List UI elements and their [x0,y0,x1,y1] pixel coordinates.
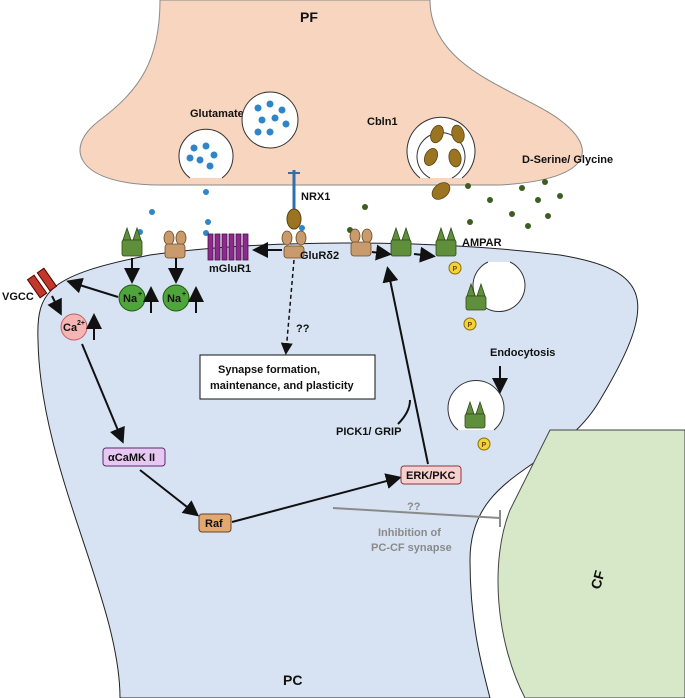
pathway-arrows [47,242,508,523]
raf-box [198,513,232,533]
camk-box [102,447,166,467]
svg-text:Raf: Raf [205,518,223,530]
svg-text:P: P [482,442,487,449]
svg-text:maintenance, and plasticity: maintenance, and plasticity [210,380,355,392]
svg-text:ERK/PKC: ERK/PKC [406,470,456,482]
ampar-receptor-3 [435,226,457,257]
phospho-p-3 [477,437,491,451]
glutamate-vesicle [241,91,299,149]
qq2-label: ?? [407,501,421,513]
pc-cell [37,242,639,698]
inhibition-line [332,507,501,519]
glutamate-fusing-vesicle [178,128,234,179]
ampar-receptor-1 [121,226,143,257]
vgcc-label: VGCC [2,291,34,303]
dserine-dots [347,179,563,233]
erk-box [400,465,462,485]
svg-text:+: + [138,291,142,298]
cbln1-label: Cbln1 [367,116,398,128]
glutamate-label: Glutamate [190,108,244,120]
mglur1-label: mGluR1 [209,263,251,275]
glutamate-dots-2 [186,142,218,170]
tan-receptor-1 [163,230,187,259]
pick1-label: PICK1/ GRIP [336,426,401,438]
glurd2-label: GluRδ2 [300,250,339,262]
pick1-curve [397,399,411,425]
nrx1-label: NRX1 [301,191,330,203]
svg-text:Na: Na [123,293,138,305]
pf-terminal [79,0,583,186]
cf-label: CF [587,568,607,591]
svg-text:αCaMK II: αCaMK II [108,452,155,464]
svg-text:P: P [468,322,473,329]
phospho-p-2 [463,317,477,331]
endosome [447,380,505,431]
svg-text:P: P [453,266,458,273]
endocytosis-label: Endocytosis [490,347,555,359]
svg-text:Synapse formation,: Synapse formation, [218,364,320,376]
inhibition-label-1: Inhibition of [378,527,441,539]
vgcc-channel [26,267,58,299]
pf-label: PF [300,9,318,25]
cf-terminal [497,429,685,698]
glurd2-receptor [281,230,307,259]
inhibition-label-2: PC-CF synapse [371,542,452,554]
svg-text:2+: 2+ [77,320,85,327]
synapse-formation-box [199,354,376,400]
svg-text:Ca: Ca [63,322,78,334]
dserine-label: D-Serine/ Glycine [522,154,613,166]
released-glutamate [137,189,305,236]
pc-label: PC [283,672,302,688]
glutamate-dots [254,100,290,136]
mglur1-receptor [207,233,249,261]
svg-text:+: + [182,291,186,298]
tan-receptor-2 [349,228,373,257]
cbln1-particles [423,124,465,200]
phospho-p-1 [448,261,462,275]
svg-text:Na: Na [167,293,182,305]
ampar-label: AMPAR [462,237,502,249]
ampar-receptor-2 [390,226,412,257]
dashed-arrow [280,259,295,355]
qq1-label: ?? [296,323,310,335]
cbln1-bound [286,208,302,230]
